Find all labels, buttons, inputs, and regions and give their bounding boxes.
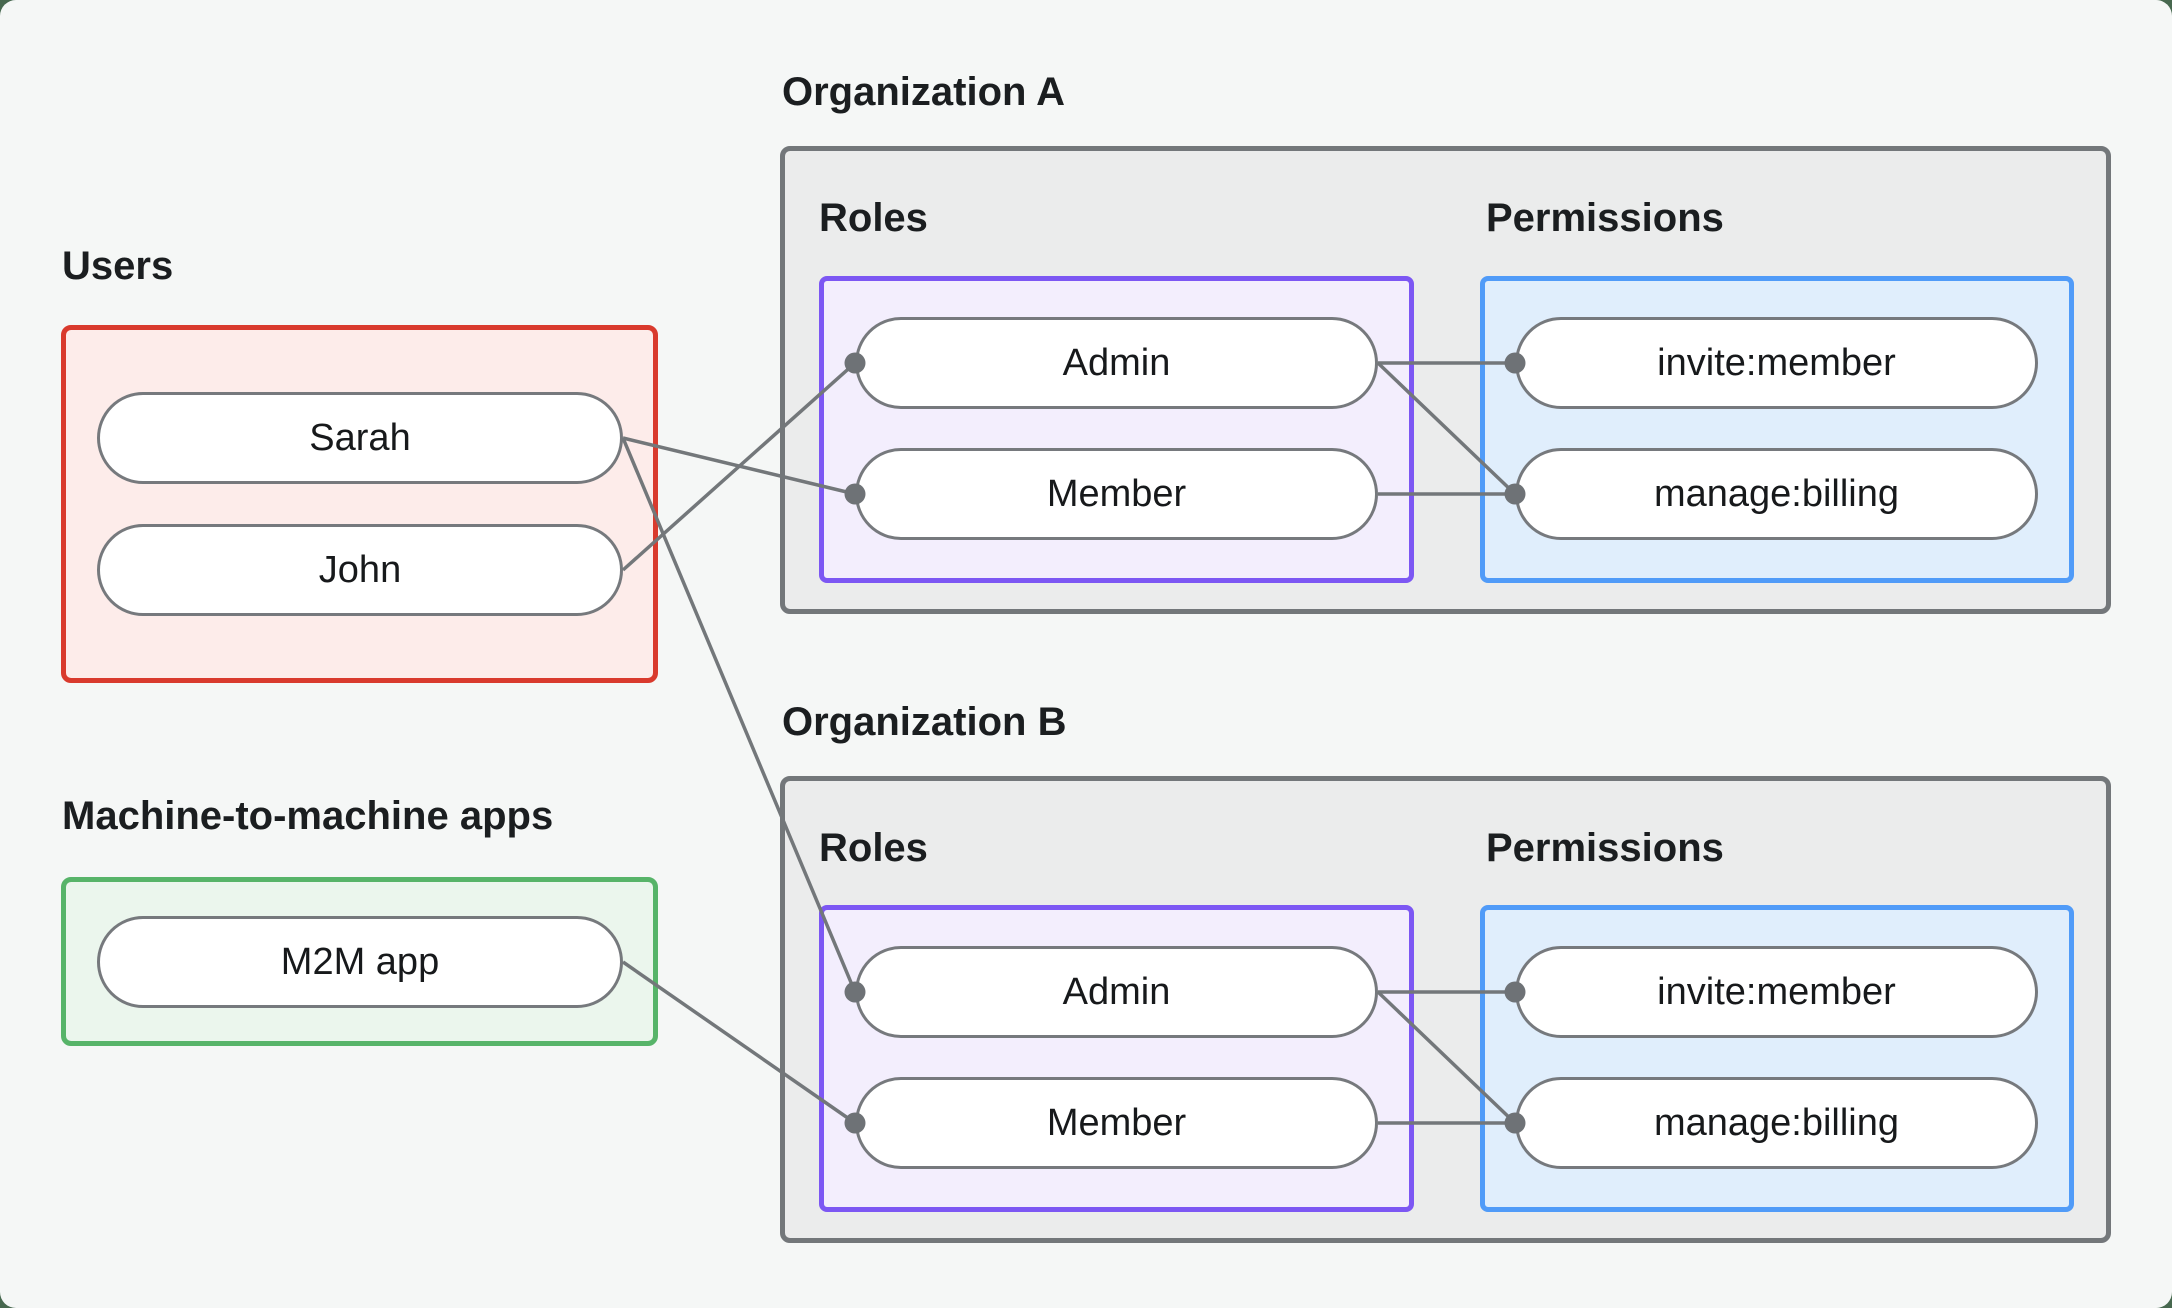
org-b-permission-invite-member: invite:member [1515,946,2038,1038]
org-a-roles-label: Roles [819,196,928,240]
org-b-permissions-label: Permissions [1486,826,1724,870]
m2m-app-node: M2M app [97,916,623,1008]
user-node-sarah: Sarah [97,392,623,484]
org-a-permission-manage-billing: manage:billing [1515,448,2038,540]
org-a-role-admin: Admin [855,317,1378,409]
m2m-section-label: Machine-to-machine apps [62,794,554,838]
user-node-john: John [97,524,623,616]
users-section-label: Users [62,244,174,288]
org-b-roles-label: Roles [819,826,928,870]
org-a-permission-invite-member: invite:member [1515,317,2038,409]
org-b-permission-manage-billing: manage:billing [1515,1077,2038,1169]
org-a-role-member: Member [855,448,1378,540]
users-group-box [61,325,658,683]
org-b-label: Organization B [782,700,1067,744]
org-a-label: Organization A [782,70,1065,114]
org-b-role-admin: Admin [855,946,1378,1038]
org-b-role-member: Member [855,1077,1378,1169]
org-a-permissions-label: Permissions [1486,196,1724,240]
